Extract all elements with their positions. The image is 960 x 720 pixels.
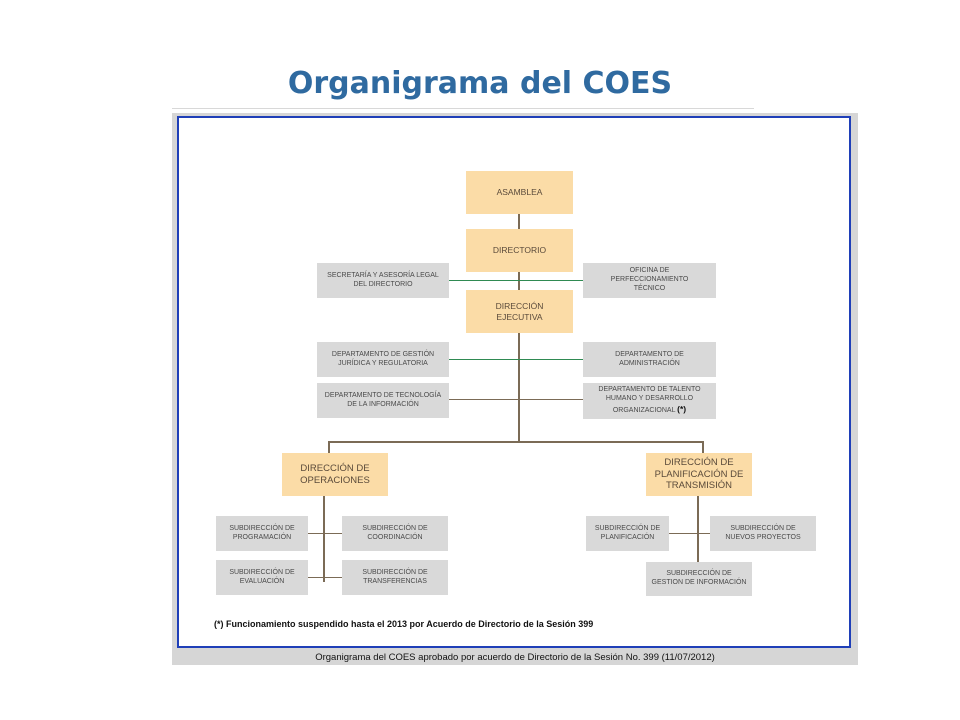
subdireccion-planificacion-label: SUBDIRECCIÓN DE PLANIFICACIÓN — [594, 524, 661, 541]
connector-to-planificacion — [702, 441, 704, 453]
connector-to-operaciones — [328, 441, 330, 453]
subdireccion-planificacion-box: SUBDIRECCIÓN DE PLANIFICACIÓN — [586, 516, 669, 551]
directorio-label: DIRECTORIO — [492, 245, 547, 256]
subdireccion-gestion-informacion-label: SUBDIRECCIÓN DE GESTION DE INFORMACIÓN — [651, 570, 747, 586]
subdireccion-transferencias-label: SUBDIRECCIÓN DE TRANSFERENCIAS — [362, 568, 428, 585]
secretaria-box: SECRETARÍA Y ASESORÍA LEGAL DEL DIRECTOR… — [317, 263, 449, 298]
subdireccion-programacion-box: SUBDIRECCIÓN DE PROGRAMACIÓN — [216, 516, 308, 551]
oficina-label: OFICINA DE PERFECCIONAMIENTO TÉCNICO — [610, 267, 689, 292]
asamblea-label: ASAMBLEA — [496, 187, 543, 198]
connector-row1-left — [308, 533, 342, 534]
direccion-ejecutiva-box: DIRECCIÓN EJECUTIVA — [466, 290, 573, 333]
departamento-administracion-label: DEPARTAMENTO DE ADMINISTRACIÓN — [615, 350, 684, 367]
subdireccion-transferencias-box: SUBDIRECCIÓN DE TRANSFERENCIAS — [342, 560, 448, 595]
subdireccion-evaluacion-box: SUBDIRECCIÓN DE EVALUACIÓN — [216, 560, 308, 595]
departamento-talento-box: DEPARTAMENTO DE TALENTO HUMANO Y DESARRO… — [583, 383, 716, 419]
connector-secretaria-oficina — [449, 280, 583, 281]
direccion-planificacion-box: DIRECCIÓN DE PLANIFICACIÓN DE TRANSMISIÓ… — [646, 453, 752, 496]
departamento-gestion-label: DEPARTAMENTO DE GESTIÓN JURÍDICA Y REGUL… — [331, 350, 435, 367]
departamento-tecnologia-label: DEPARTAMENTO DE TECNOLOGÍA DE LA INFORMA… — [324, 391, 442, 408]
subdireccion-gestion-informacion-box: SUBDIRECCIÓN DE GESTION DE INFORMACIÓN — [646, 562, 752, 596]
departamento-tecnologia-box: DEPARTAMENTO DE TECNOLOGÍA DE LA INFORMA… — [317, 383, 449, 418]
direccion-operaciones-box: DIRECCIÓN DE OPERACIONES — [282, 453, 388, 496]
subdireccion-programacion-label: SUBDIRECCIÓN DE PROGRAMACIÓN — [229, 524, 295, 541]
oficina-box: OFICINA DE PERFECCIONAMIENTO TÉCNICO — [583, 263, 716, 298]
chart-caption: Organigrama del COES aprobado por acuerd… — [315, 652, 715, 663]
direccion-operaciones-label: DIRECCIÓN DE OPERACIONES — [300, 462, 370, 486]
footnote: (*) Funcionamiento suspendido hasta el 2… — [214, 619, 594, 629]
direccion-ejecutiva-label: DIRECCIÓN EJECUTIVA — [495, 300, 544, 322]
talento-footnote-mark: (*) — [677, 403, 687, 414]
subdireccion-nuevos-proyectos-box: SUBDIRECCIÓN DE NUEVOS PROYECTOS — [710, 516, 816, 551]
subdireccion-coordinacion-box: SUBDIRECCIÓN DE COORDINACIÓN — [342, 516, 448, 551]
direccion-planificacion-label: DIRECCIÓN DE PLANIFICACIÓN DE TRANSMISIÓ… — [654, 456, 744, 492]
connector-tecnologia-talento — [449, 399, 583, 400]
connector-horizontal-directions — [328, 441, 704, 443]
secretaria-label: SECRETARÍA Y ASESORÍA LEGAL DEL DIRECTOR… — [327, 271, 439, 288]
connector-row2-left — [308, 577, 342, 578]
departamento-gestion-box: DEPARTAMENTO DE GESTIÓN JURÍDICA Y REGUL… — [317, 342, 449, 377]
page-title: Organigrama del COES — [287, 66, 673, 101]
directorio-box: DIRECTORIO — [466, 229, 573, 272]
title-divider — [172, 108, 754, 109]
asamblea-box: ASAMBLEA — [466, 171, 573, 214]
connector-gestion-administracion — [449, 359, 583, 360]
connector-operaciones-subs — [323, 496, 325, 582]
subdireccion-coordinacion-label: SUBDIRECCIÓN DE COORDINACIÓN — [362, 524, 428, 541]
connector-row1-right — [669, 533, 710, 534]
subdireccion-evaluacion-label: SUBDIRECCIÓN DE EVALUACIÓN — [229, 568, 295, 585]
subdireccion-nuevos-proyectos-label: SUBDIRECCIÓN DE NUEVOS PROYECTOS — [725, 524, 801, 541]
departamento-talento-text: DEPARTAMENTO DE TALENTO HUMANO Y DESARRO… — [591, 386, 708, 415]
departamento-talento-label: DEPARTAMENTO DE TALENTO HUMANO Y DESARRO… — [598, 386, 701, 414]
departamento-administracion-box: DEPARTAMENTO DE ADMINISTRACIÓN — [583, 342, 716, 377]
connector-planificacion-subs — [697, 496, 699, 564]
